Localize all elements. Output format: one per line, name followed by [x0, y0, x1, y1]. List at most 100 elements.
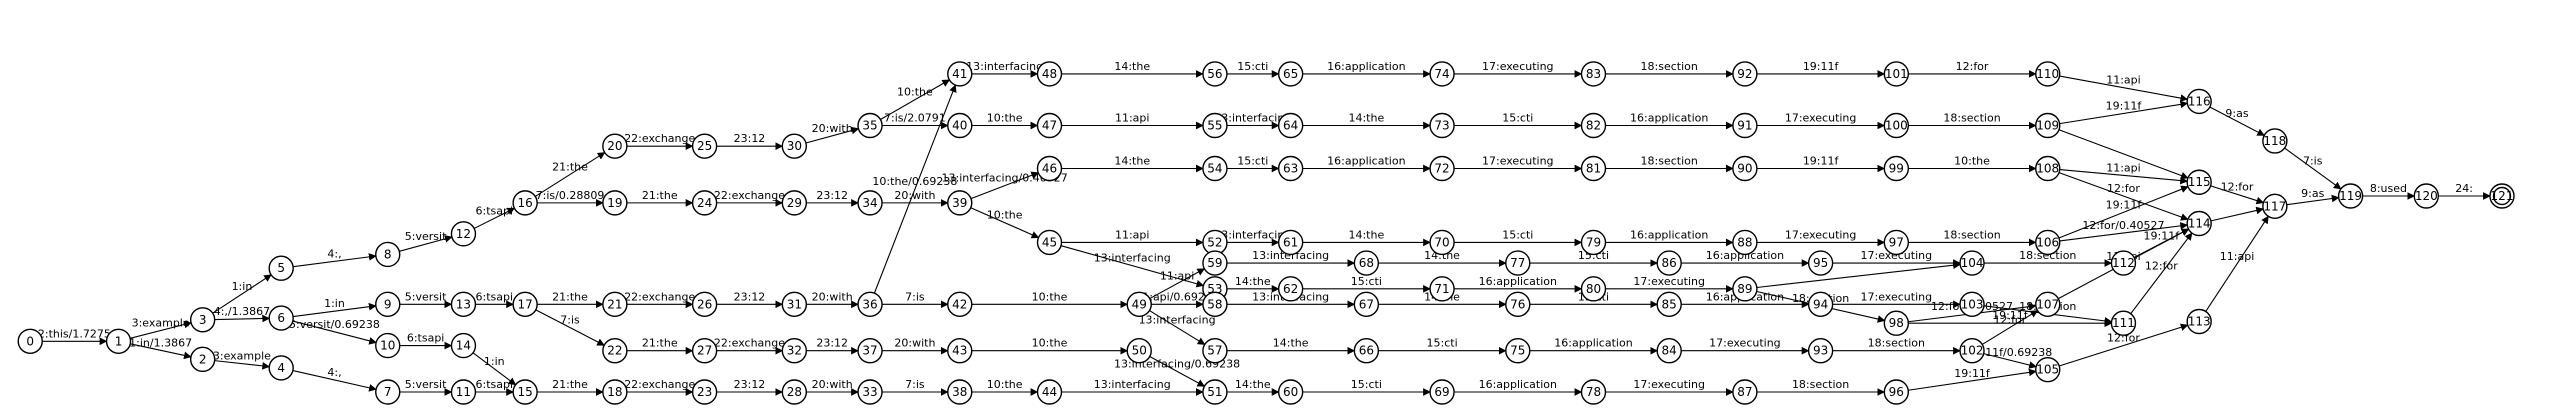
state-circle [1505, 250, 1531, 276]
state-label: 38 [952, 385, 967, 399]
state-node: 69 [1429, 379, 1455, 405]
state-node: 95 [1807, 250, 1834, 276]
arc: 15:cti [1302, 275, 1431, 293]
arc-label: 19:11f [1954, 367, 1991, 380]
arc-label: 16:application [1479, 275, 1557, 288]
arc: 16:application [1454, 275, 1583, 293]
state-label: 86 [1662, 256, 1677, 270]
arc-label: 15:cti [1237, 154, 1268, 167]
arc-label: 5:versit [405, 378, 447, 391]
arc: 20:with [806, 378, 859, 396]
state-circle [2337, 183, 2364, 209]
arc: 17:executing [1681, 337, 1810, 355]
state-label: 62 [1283, 282, 1298, 296]
state-label: 107 [2036, 297, 2059, 311]
arc-label: 21:the [552, 161, 588, 174]
state-label: 111 [2112, 316, 2135, 330]
arc-label: 6:tsapi [476, 204, 514, 217]
arc: 18:section [1908, 112, 2037, 130]
arc-label: 16:application [1706, 249, 1784, 262]
arc: 19:11f/0.69238 [1967, 346, 2052, 369]
arc-label: 14:the [1348, 228, 1384, 241]
arc-label: 23:12 [734, 378, 766, 391]
arc: 17:executing [1756, 112, 1886, 130]
state-circle [1580, 112, 1607, 139]
state-label: 105 [2036, 363, 2059, 377]
state-circle [2186, 210, 2212, 237]
arc: 4:,/1.3867 [214, 305, 270, 323]
state-circle [947, 379, 973, 405]
arc: 12:for [2210, 180, 2265, 205]
arc: 3:example [130, 317, 192, 339]
state-node: 61 [1277, 229, 1304, 256]
state-node: 120 [2413, 183, 2439, 209]
state-circle [189, 346, 216, 373]
state-node: 62 [1277, 276, 1304, 302]
state-node: 105 [2035, 356, 2061, 383]
arc-label: 22:exchange [714, 337, 785, 350]
state-label: 108 [2036, 161, 2059, 175]
state-circle [1202, 379, 1228, 405]
arc-label: 5:versit [405, 290, 447, 303]
state-label: 68 [1359, 256, 1374, 270]
state-label: 100 [1885, 119, 1908, 133]
state-label: 8 [384, 247, 392, 261]
arc: 14:the [1226, 378, 1280, 396]
arc: 21:the [626, 337, 694, 355]
arc-label: 5:versit [405, 230, 447, 243]
state-node: 52 [1202, 229, 1228, 256]
arc-label: 7:is/0.28809 [536, 189, 605, 202]
state-circle [947, 338, 973, 364]
arc: 3:example [213, 350, 271, 370]
arc-line [970, 171, 1040, 200]
state-circle [947, 112, 973, 139]
arc-label: 13:interfacing [1139, 314, 1216, 327]
state-label: 66 [1359, 344, 1374, 358]
state-label: 51 [1207, 385, 1222, 399]
arc-label: 22:exchange [624, 290, 695, 303]
state-label: 30 [787, 139, 802, 153]
state-node: 5 [268, 255, 294, 281]
state-circle [375, 291, 401, 318]
state-circle [1036, 379, 1063, 405]
state-node: 49 [1126, 291, 1152, 318]
arc: 17:executing [1832, 290, 1961, 309]
state-label: 58 [1207, 297, 1222, 311]
state-circle [450, 379, 477, 405]
state-circle [691, 190, 718, 216]
state-node: 23 [691, 379, 718, 405]
arc-line [473, 207, 516, 229]
state-circle [2262, 193, 2288, 220]
arc-label: 2:this/1.7275 [38, 327, 111, 340]
state-label: 78 [1586, 385, 1601, 399]
state-node: 10 [375, 332, 401, 359]
arc: 6:tsapi [399, 332, 453, 350]
arc: 18:section [1984, 249, 2113, 267]
state-label: 29 [787, 196, 802, 210]
state-node: 19 [602, 190, 628, 216]
state-circle [1429, 112, 1455, 139]
state-circle [1883, 155, 1910, 182]
arc-line [212, 274, 272, 314]
state-label: 74 [1434, 67, 1449, 81]
state-circle [1353, 338, 1380, 364]
state-node: 116 [2186, 88, 2212, 115]
state-circle [1505, 338, 1531, 364]
state-label: 88 [1737, 235, 1752, 249]
state-label: 55 [1207, 119, 1222, 133]
state-circle [1202, 338, 1228, 364]
arc-line [2286, 194, 2340, 206]
arc-label: 10:the [1032, 337, 1068, 350]
arc-line [805, 126, 860, 144]
state-label: 27 [697, 344, 712, 358]
arc-label: 14:the [1114, 60, 1150, 73]
state-node: 84 [1656, 338, 1682, 364]
arc: 19:11f [1908, 309, 2113, 328]
state-node: 20 [602, 133, 628, 159]
arc: 18:section [1605, 60, 1734, 78]
state-node: 74 [1429, 61, 1455, 87]
arc: 12:for [2058, 172, 2189, 221]
arc-label: 16:application [1554, 337, 1632, 350]
state-label: 73 [1434, 119, 1449, 133]
arc-line [2059, 323, 2189, 367]
